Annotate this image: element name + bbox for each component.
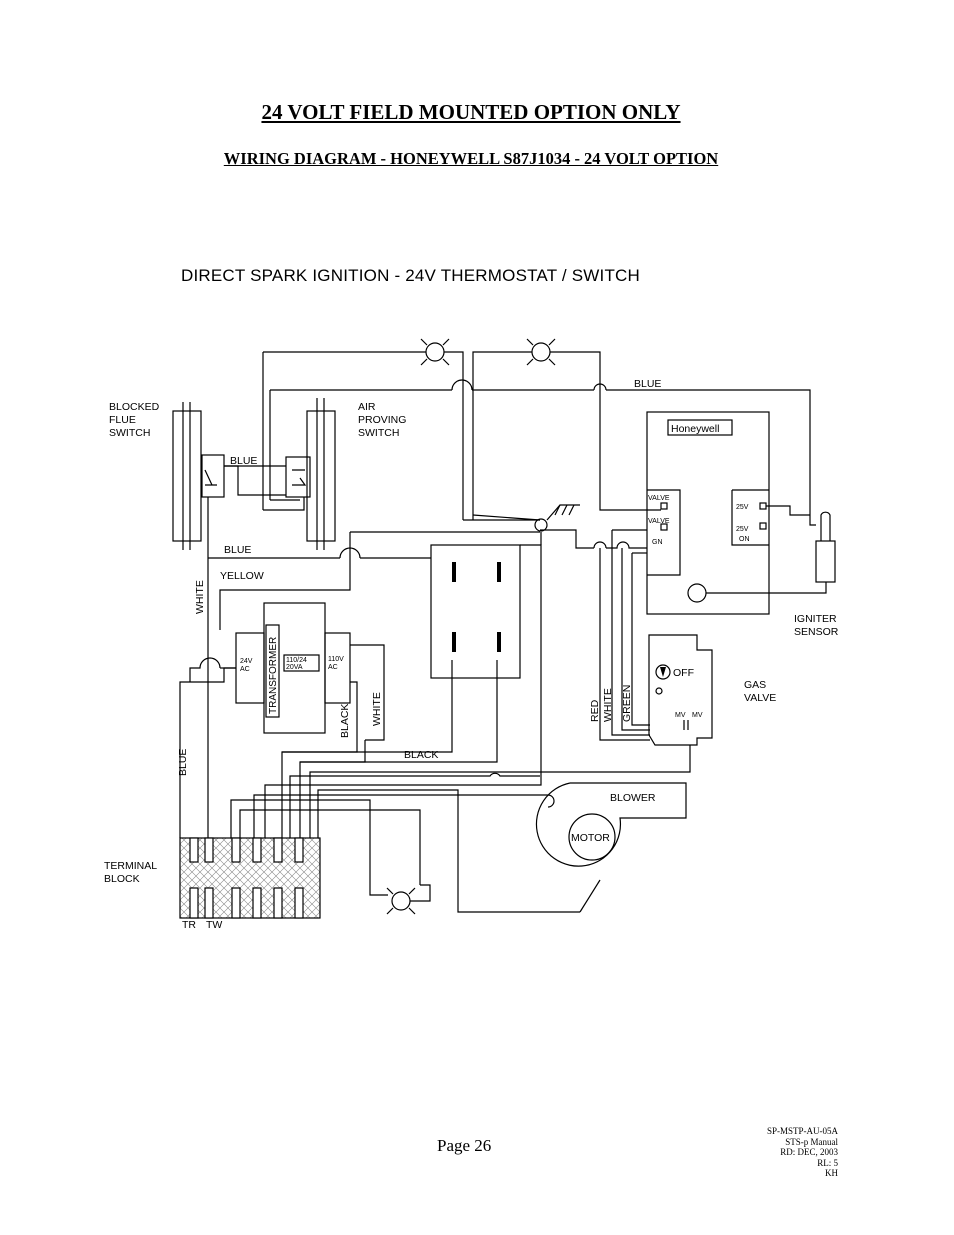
doc-manual: STS-p Manual: [785, 1136, 838, 1147]
doc-revision: RL: 5: [817, 1157, 838, 1168]
page-subtitle: WIRING DIAGRAM - HONEYWELL S87J1034 - 24…: [223, 149, 719, 168]
valve-off-icon: [660, 667, 666, 677]
label-igniter-2: SENSOR: [794, 626, 839, 638]
document-info: SP-MSTP-AU-05A STS-p Manual RD: DEC, 200…: [767, 1126, 838, 1179]
label-blocked-flue-1: BLOCKED: [109, 401, 160, 413]
wire-label-white-gas: WHITE: [602, 688, 614, 722]
page-title: 24 VOLT FIELD MOUNTED OPTION ONLY: [261, 100, 681, 124]
label-honeywell: Honeywell: [671, 423, 719, 435]
igniter-sensor: [687, 505, 836, 603]
label-25v-1: 25V: [736, 504, 749, 511]
label-valve-1: VALVE: [648, 495, 670, 502]
honeywell-controller: [646, 411, 770, 615]
ground-icon: [534, 504, 580, 532]
label-rating-1: 110/24: [286, 657, 307, 664]
wire-label-white-transformer: WHITE: [371, 692, 383, 726]
label-air-proving-2: PROVING: [358, 414, 406, 426]
label-110v-1: 110V: [328, 656, 344, 663]
label-blower: BLOWER: [610, 792, 656, 804]
label-transformer: TRANSFORMER: [268, 637, 279, 714]
label-gas-valve-2: VALVE: [744, 692, 776, 704]
label-valve-2: VALVE: [648, 518, 670, 525]
wire-label-blue-mid: BLUE: [230, 455, 257, 467]
wire-label-blue-vertical: BLUE: [177, 749, 189, 776]
relay-block: [430, 544, 521, 679]
terminal-block: [179, 828, 321, 919]
label-air-proving-1: AIR: [358, 401, 376, 413]
wire-label-red: RED: [589, 699, 601, 722]
label-igniter-1: IGNITER: [794, 613, 837, 625]
label-gas-valve-1: GAS: [744, 679, 766, 691]
label-25v-2: 25V: [736, 526, 749, 533]
label-mv-2: MV: [692, 712, 703, 719]
label-tw: TW: [206, 919, 222, 931]
wire-label-blue-top: BLUE: [634, 378, 661, 390]
label-110v-2: AC: [328, 664, 338, 671]
relay-contacts: [452, 562, 501, 652]
honeywell-logo: [667, 419, 733, 436]
wire-label-yellow: YELLOW: [220, 570, 264, 582]
page-number: Page 26: [437, 1136, 492, 1155]
label-tr: TR: [182, 919, 196, 931]
label-mv-1: MV: [675, 712, 686, 719]
label-on: ON: [739, 536, 750, 543]
doc-code: SP-MSTP-AU-05A: [766, 1126, 838, 1136]
doc-date: RD: DEC, 2003: [780, 1147, 838, 1158]
wire-label-black: BLACK: [404, 749, 438, 761]
label-24v-2: AC: [240, 666, 250, 673]
label-rating-2: 20VA: [286, 664, 303, 671]
wire-label-white-vertical: WHITE: [194, 580, 206, 614]
air-proving-switch: [285, 398, 336, 550]
wire-label-black-vertical: BLACK: [339, 704, 351, 738]
label-terminal-1: TERMINAL: [104, 860, 157, 872]
label-blocked-flue-2: FLUE: [109, 414, 136, 426]
blocked-flue-switch: [172, 402, 225, 550]
label-off: OFF: [673, 667, 694, 679]
blower: [535, 782, 687, 913]
label-24v-1: 24V: [240, 658, 253, 665]
label-gn: GN: [652, 539, 663, 546]
transformer: [179, 602, 385, 828]
label-motor: MOTOR: [571, 832, 610, 844]
wire-label-blue-left: BLUE: [224, 544, 251, 556]
label-air-proving-3: SWITCH: [358, 427, 399, 439]
gas-valve: [648, 634, 713, 746]
label-terminal-2: BLOCK: [104, 873, 140, 885]
indicator-light-3-icon: [386, 884, 431, 915]
diagram-heading: DIRECT SPARK IGNITION - 24V THERMOSTAT /…: [181, 266, 641, 285]
doc-author: KH: [825, 1168, 838, 1179]
label-blocked-flue-3: SWITCH: [109, 427, 150, 439]
wire-label-green: GREEN: [621, 685, 633, 722]
